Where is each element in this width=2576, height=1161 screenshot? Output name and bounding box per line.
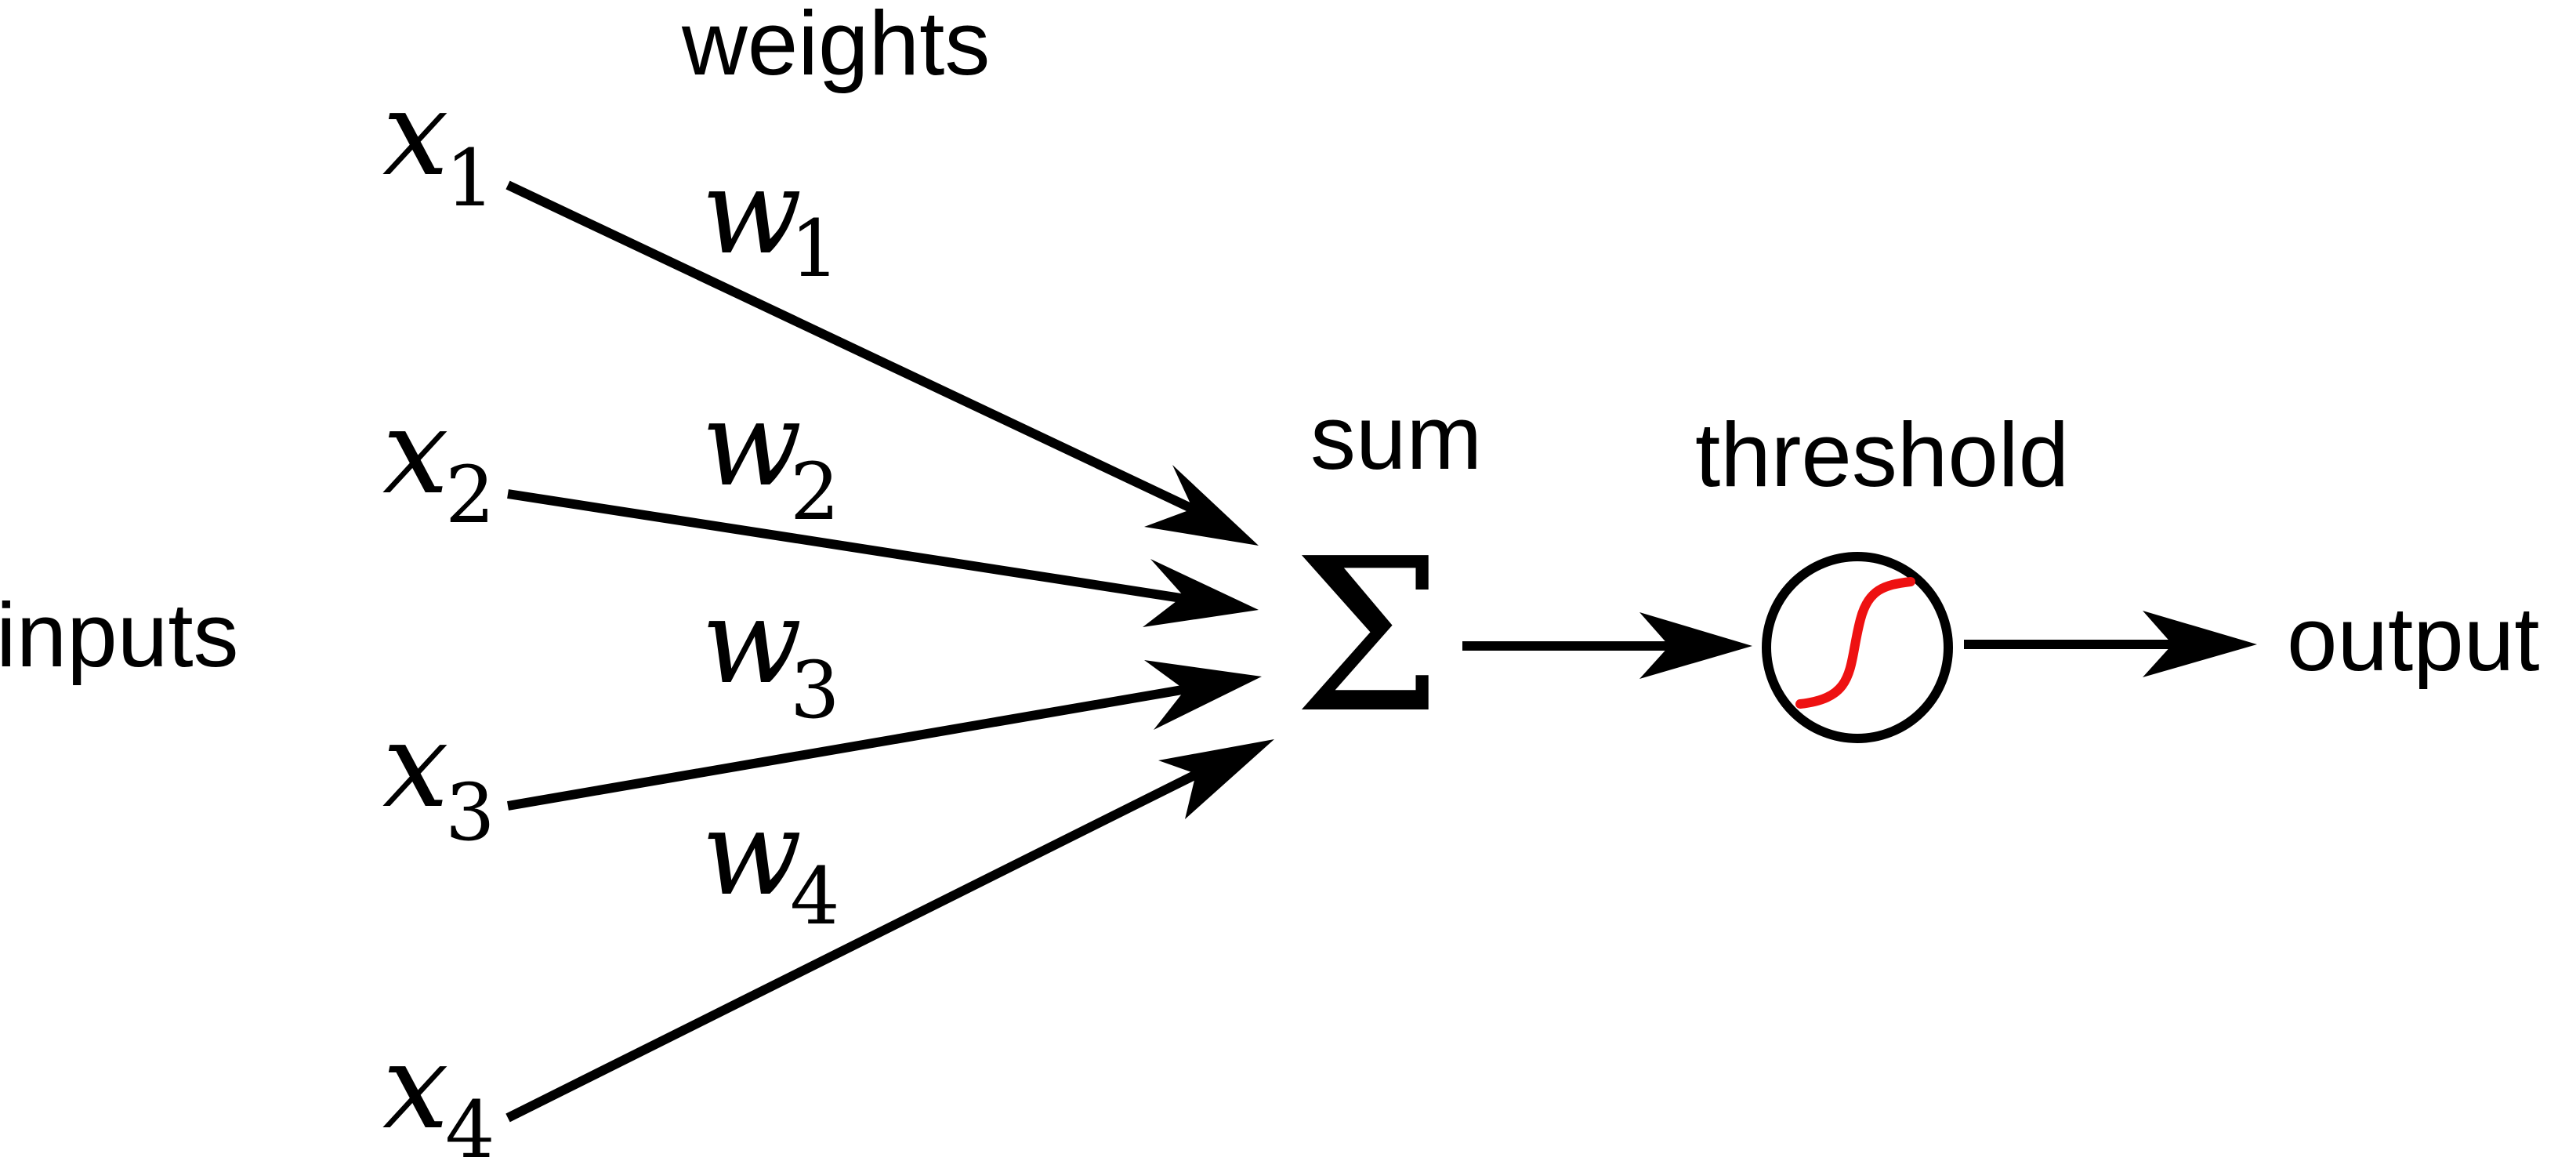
weight-w3: w 3 — [701, 574, 840, 736]
weight-index: 1 — [790, 203, 840, 295]
weight-index: 2 — [790, 446, 840, 538]
weight-index: 3 — [790, 644, 840, 736]
threshold-unit — [1762, 552, 1953, 743]
weight-w2: w 2 — [701, 376, 840, 538]
input-symbol: x — [382, 66, 449, 202]
weights-label: weights — [681, 0, 990, 94]
input-symbol: x — [382, 384, 449, 521]
input-x4: x 4 — [382, 1019, 495, 1161]
weight-symbol: w — [701, 144, 802, 281]
sigmoid-icon — [1795, 577, 1915, 709]
input-symbol: x — [382, 698, 449, 834]
edge-x3-sum — [506, 660, 1262, 811]
input-symbol: x — [382, 1019, 449, 1156]
input-index: 3 — [445, 767, 495, 858]
edge-threshold-output — [1964, 611, 2257, 677]
sum-label: sum — [1310, 386, 1482, 488]
input-x3: x 3 — [382, 698, 495, 858]
input-index: 1 — [445, 132, 495, 224]
threshold-label: threshold — [1695, 404, 2069, 506]
sum-symbol: Σ — [1293, 513, 1443, 760]
input-index: 4 — [445, 1084, 495, 1161]
input-x2: x 2 — [382, 384, 495, 541]
weight-w1: w 1 — [701, 144, 840, 295]
threshold-circle — [1762, 552, 1953, 743]
weight-index: 4 — [790, 851, 840, 942]
inputs-label: inputs — [0, 584, 239, 686]
edge-x4-sum — [505, 739, 1274, 1123]
input-index: 2 — [445, 449, 495, 541]
input-x1: x 1 — [382, 66, 495, 224]
edge-sum-threshold — [1462, 612, 1752, 679]
edge-x1-sum — [505, 180, 1259, 546]
weight-symbol: w — [701, 376, 802, 513]
weight-symbol: w — [701, 574, 802, 710]
edge-x2-sum — [507, 489, 1259, 627]
weight-w4: w 4 — [701, 785, 840, 942]
weight-symbol: w — [701, 785, 802, 922]
output-label: output — [2287, 588, 2540, 690]
